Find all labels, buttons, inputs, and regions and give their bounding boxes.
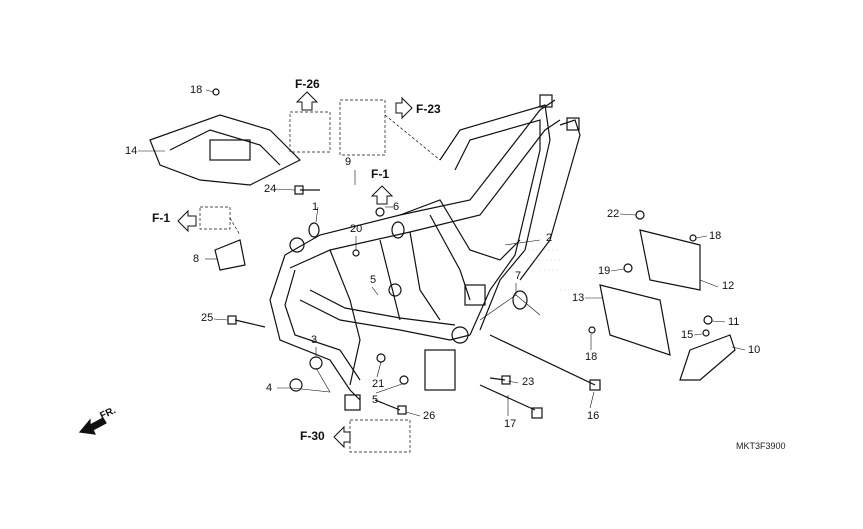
- part-label-26[interactable]: 26: [423, 410, 436, 422]
- part-label-7[interactable]: 7: [515, 270, 522, 282]
- part-label-15[interactable]: 15: [681, 329, 694, 341]
- nut-22: [635, 210, 645, 220]
- part-label-5[interactable]: 5: [372, 394, 379, 406]
- part-label-17[interactable]: 17: [504, 418, 517, 430]
- part-label-18[interactable]: 18: [190, 84, 203, 96]
- part-label-2[interactable]: 2: [546, 232, 553, 244]
- part-label-18[interactable]: 18: [585, 351, 598, 363]
- part-label-10[interactable]: 10: [748, 344, 761, 356]
- diagram-code: MKT3F3900: [736, 441, 786, 451]
- reference-arrows: [177, 91, 413, 449]
- part-label-24[interactable]: 24: [264, 183, 277, 195]
- part-label-20[interactable]: 20: [350, 223, 363, 235]
- grommet-11: [703, 315, 713, 325]
- part-label-18[interactable]: 18: [709, 230, 722, 242]
- part-label-14[interactable]: 14: [125, 145, 138, 157]
- ref-f26[interactable]: F-26: [295, 77, 320, 91]
- cover-14: [149, 114, 302, 186]
- part-label-19[interactable]: 19: [598, 265, 611, 277]
- part-label-21[interactable]: 21: [372, 378, 385, 390]
- ref-f30[interactable]: F-30: [300, 429, 325, 443]
- part-label-13[interactable]: 13: [572, 292, 585, 304]
- ecu-12: [639, 229, 701, 291]
- part-label-23[interactable]: 23: [522, 376, 535, 388]
- part-label-22[interactable]: 22: [607, 208, 620, 220]
- front-arrow-icon: [78, 417, 107, 435]
- bracket-8: [214, 239, 246, 271]
- part-label-12[interactable]: 12: [722, 280, 735, 292]
- part-label-6[interactable]: 6: [393, 201, 400, 213]
- leader-lines: [138, 89, 746, 417]
- shade-dots: [515, 249, 580, 291]
- reference-boxes: [199, 99, 441, 453]
- ref-f1-top[interactable]: F-1: [371, 167, 389, 181]
- part-label-9[interactable]: 9: [345, 156, 352, 168]
- cover-13: [599, 284, 671, 356]
- frame-body: [269, 94, 581, 411]
- part-label-11[interactable]: 11: [728, 316, 740, 328]
- part-label-4[interactable]: 4: [266, 382, 273, 394]
- ref-f23[interactable]: F-23: [416, 102, 441, 116]
- part-label-25[interactable]: 25: [201, 312, 214, 324]
- fasteners: [212, 88, 710, 419]
- guard-10: [679, 334, 736, 381]
- part-label-5[interactable]: 5: [370, 274, 377, 286]
- ref-f1-left[interactable]: F-1: [152, 211, 170, 225]
- part-label-1[interactable]: 1: [312, 201, 319, 213]
- part-label-16[interactable]: 16: [587, 410, 600, 422]
- part-label-3[interactable]: 3: [311, 334, 318, 346]
- part-label-8[interactable]: 8: [193, 253, 200, 265]
